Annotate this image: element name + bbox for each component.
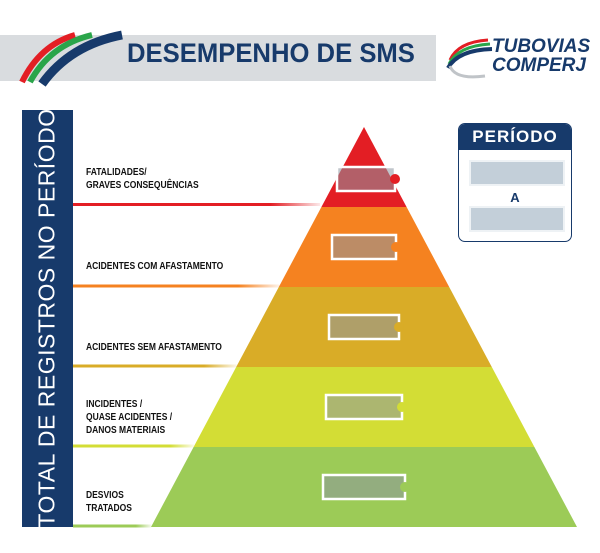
level-value-box-3[interactable] [327,313,401,341]
period-panel: PERÍODO A [458,123,572,242]
level-line-1 [73,203,320,206]
pyramid [151,127,577,527]
level-label-3: ACIDENTES SEM AFASTAMENTO [86,342,222,353]
logo-line-1: TUBOVIAS [492,36,591,57]
level-value-box-2[interactable] [330,233,398,261]
level-line-2 [73,284,280,288]
period-start-field[interactable] [469,160,565,186]
level-label-1: FATALIDADES/ [86,167,147,178]
page-title: DESEMPENHO DE SMS [127,38,415,68]
level-value-box-4[interactable] [324,393,404,421]
box-notch [397,402,407,412]
box-notch [400,482,410,492]
level-line-3 [73,364,237,368]
level-label-4: QUASE ACIDENTES / [86,412,173,423]
level-label-4: INCIDENTES / [86,399,143,410]
period-separator: A [510,190,520,205]
box-notch [391,242,401,252]
header-swoosh [19,30,123,87]
level-label-2: ACIDENTES COM AFASTAMENTO [86,261,224,272]
label-lines [73,203,320,528]
level-label-4: DANOS MATERIAIS [86,425,166,436]
level-line-5 [73,524,152,528]
period-title: PERÍODO [459,124,571,150]
level-line-4 [73,444,195,448]
level-label-1: GRAVES CONSEQUÊNCIAS [86,180,199,191]
level-value-box-1[interactable] [335,165,397,193]
box-notch [390,174,400,184]
level-label-5: TRATADOS [86,503,132,514]
level-label-5: DESVIOS [86,490,124,501]
logo-line-2: COMPERJ [492,55,586,76]
period-end-field[interactable] [469,206,565,232]
logo-swoosh-icon [446,38,493,79]
side-title-bar [22,110,73,527]
level-value-box-5[interactable] [321,473,407,501]
box-notch [394,322,404,332]
side-title: TOTAL DE REGISTROS NO PERÍODO [33,108,60,528]
